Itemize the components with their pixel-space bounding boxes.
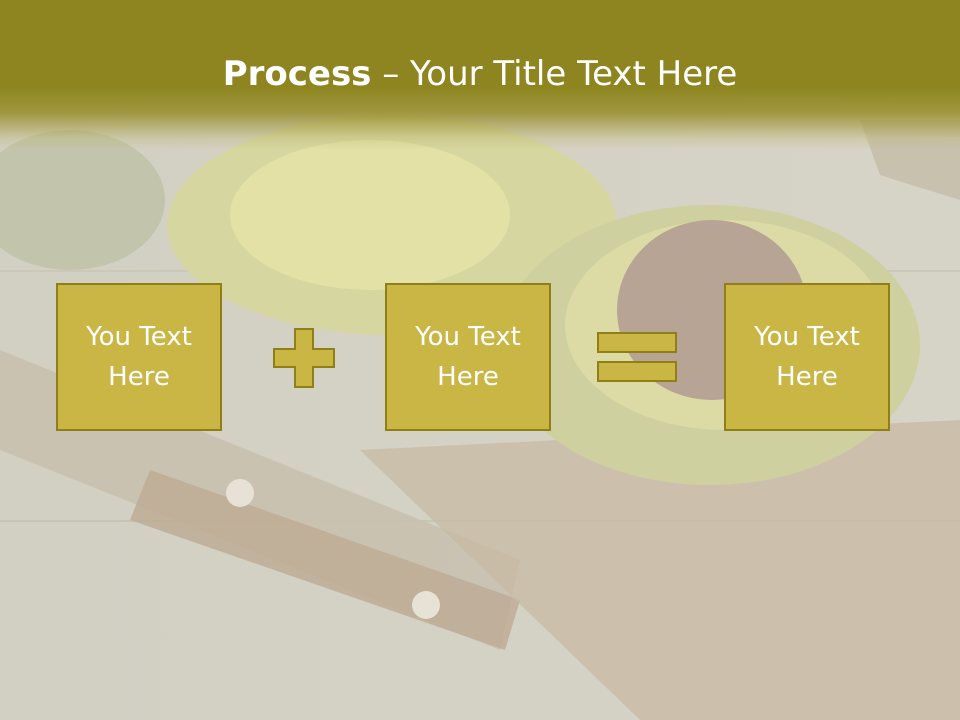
title-bold: Process [222, 54, 372, 94]
title-rest: – Your Title Text Here [371, 54, 738, 94]
plus-icon [273, 328, 335, 388]
process-box-1: You Text Here [56, 283, 222, 431]
process-box-2-text: You Text Here [415, 322, 521, 392]
process-box-3: You Text Here [724, 283, 890, 431]
title-band [0, 0, 960, 150]
slide-title: Process – Your Title Text Here [0, 52, 960, 96]
process-box-1-text: You Text Here [86, 322, 192, 392]
equals-icon [597, 332, 677, 382]
process-box-3-text: You Text Here [754, 322, 860, 392]
process-box-2: You Text Here [385, 283, 551, 431]
